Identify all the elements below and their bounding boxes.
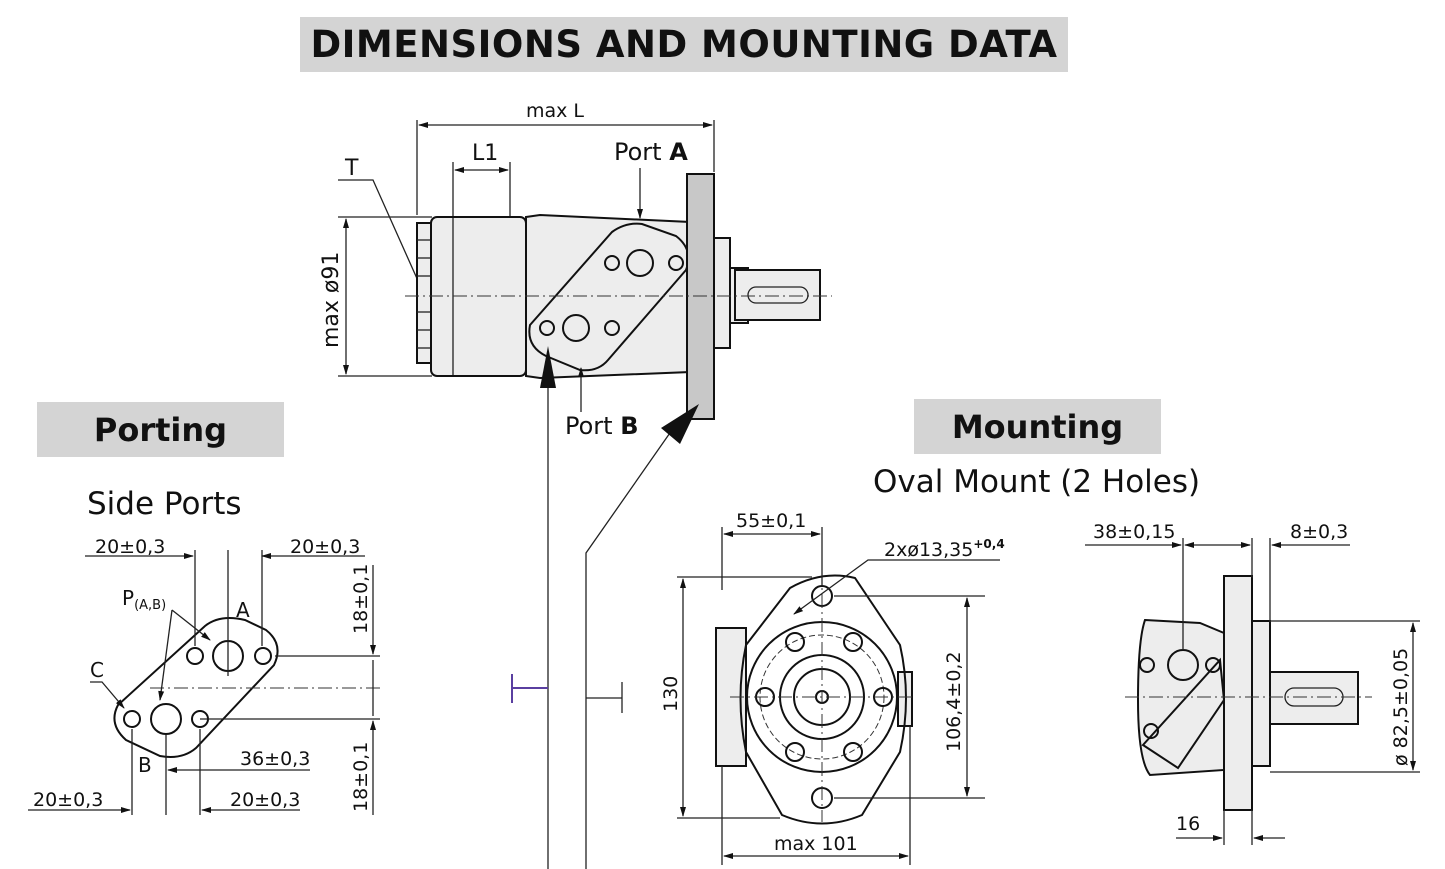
label-a: A [236,598,250,622]
oval-mount-subtitle: Oval Mount (2 Holes) [873,464,1201,500]
port-a-label: Port A [614,138,688,166]
dim-130: 130 [660,676,682,712]
label-p: P(A,B) [122,586,166,613]
motor-main-view: max L L1 T max ø91 [319,100,832,869]
porting-dim-right-lower: 18±0,1 [350,742,372,812]
l1-label: L1 [472,141,498,166]
dim-106: 106,4±0,2 [943,651,965,752]
dim-8: 8±0,3 [1290,521,1348,543]
porting-dim-bottom-left: 20±0,3 [33,789,103,811]
porting-dim-bottom-right: 20±0,3 [230,789,300,811]
label-b: B [138,753,152,777]
holes-callout: 2xø13,35+0,4 [884,537,1005,561]
port-b-label: Port B [565,412,639,440]
dim-16: 16 [1176,813,1200,835]
porting-dim-right-upper: 18±0,1 [350,564,372,634]
oval-mount-front-view: 55±0,1 2xø13,35+0,4 130 106,4±0,2 max 10… [660,510,1005,865]
dim-55: 55±0,1 [736,510,806,532]
max-diameter-label: max ø91 [319,252,344,348]
dim-38: 38±0,15 [1093,521,1175,543]
porting-dim-top-right: 20±0,3 [290,536,360,558]
side-ports-diagram: 20±0,3 20±0,3 18±0,1 18±0,1 36±0,3 20±0,… [28,536,380,815]
side-ports-subtitle: Side Ports [87,486,242,522]
dim-max-101: max 101 [774,833,858,855]
page-title: DIMENSIONS AND MOUNTING DATA [300,17,1068,72]
dim-82: ø 82,5±0,05 [1390,648,1412,766]
porting-dim-top-left: 20±0,3 [95,536,165,558]
porting-dim-36: 36±0,3 [240,748,310,770]
t-label: T [344,156,359,181]
porting-section-header: Porting [37,402,284,457]
max-l-label: max L [526,100,584,122]
oval-mount-side-view: 38±0,15 8±0,3 ø 82,5±0,05 16 [1085,521,1420,845]
label-c: C [90,658,104,682]
mounting-section-header: Mounting [914,399,1161,454]
